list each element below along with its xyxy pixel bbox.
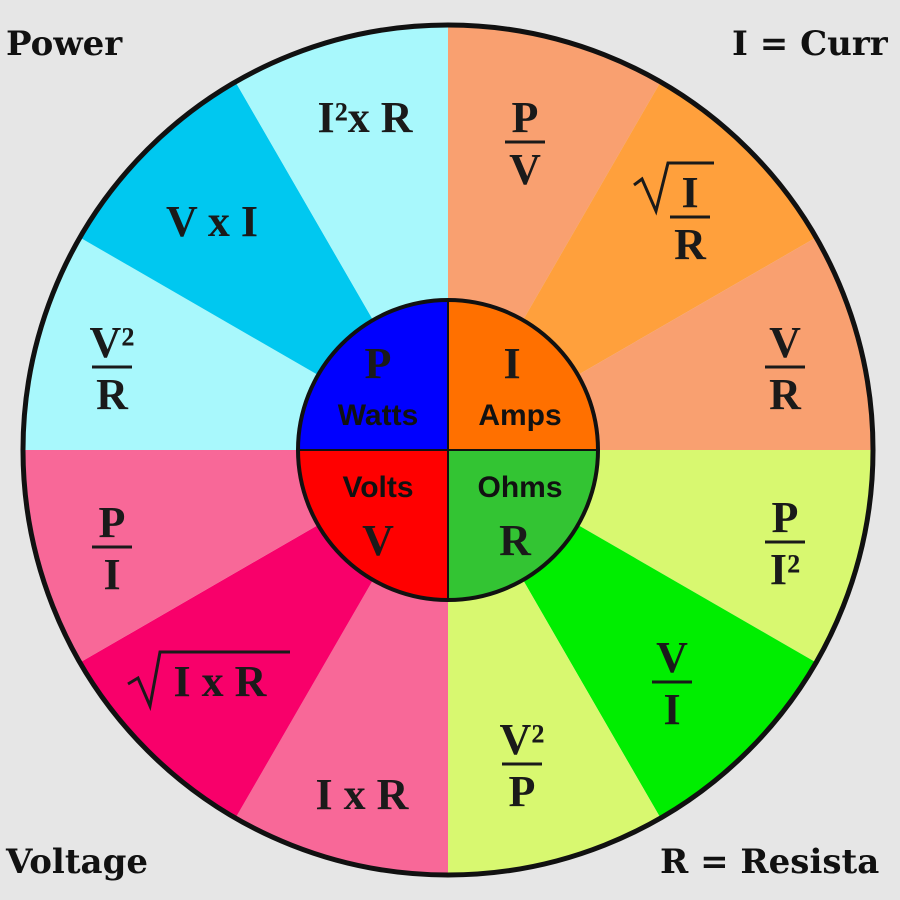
sqrt-icon — [633, 161, 714, 216]
core-symbol: P — [365, 339, 392, 388]
wedge-formula-11: I²x R — [317, 93, 413, 142]
corner-label-voltage: Voltage — [6, 842, 148, 882]
denominator: P — [509, 767, 536, 816]
core-quadrant-ohms — [448, 450, 598, 600]
core-symbol: R — [499, 516, 532, 565]
wedge-formula-10: V x I — [166, 197, 258, 246]
wedge-formula-3: PI² — [765, 493, 805, 594]
formula-text: V x I — [166, 197, 258, 246]
corner-label-current: I = Curr — [732, 24, 888, 64]
corner-label-resistance: R = Resista — [660, 842, 880, 882]
numerator: P — [512, 93, 539, 142]
numerator: V — [769, 318, 801, 367]
sqrt-icon — [127, 650, 290, 712]
core-quadrant-amps — [448, 300, 598, 450]
numerator: P — [772, 493, 799, 542]
denominator: R — [674, 220, 707, 269]
core-unit: Ohms — [477, 471, 562, 504]
core-symbol: I — [503, 339, 520, 388]
core-quadrant-watts — [298, 300, 448, 450]
denominator: I — [103, 550, 120, 599]
numerator: V² — [500, 715, 545, 764]
wedge-formula-5: V²P — [500, 715, 545, 816]
numerator: I — [681, 168, 698, 217]
numerator: V — [656, 633, 688, 682]
corner-label-power: Power — [6, 24, 123, 64]
denominator: V — [509, 145, 541, 194]
denominator: R — [96, 370, 129, 419]
outer-ring — [20, 22, 876, 878]
wedge-formula-2: VR — [765, 318, 805, 419]
wedge-formula-6: I x R — [316, 770, 410, 819]
wedge-formula-8: PI — [92, 498, 132, 599]
numerator: P — [99, 498, 126, 547]
formula-text: I x R — [316, 770, 410, 819]
core-unit: Watts — [338, 399, 419, 432]
wedge-formula-4: VI — [652, 633, 692, 734]
wedge-formula-9: V²R — [90, 318, 135, 419]
wedge-formula-1: IR — [633, 161, 714, 269]
wedge-formula-7: I x R — [127, 650, 290, 712]
denominator: I — [663, 685, 680, 734]
denominator: R — [769, 370, 802, 419]
core-unit: Amps — [478, 399, 561, 432]
formula-text: I x R — [174, 657, 268, 706]
core-ring — [296, 298, 600, 602]
wedge-formula-0: PV — [505, 93, 545, 194]
denominator: I² — [770, 545, 800, 594]
numerator: V² — [90, 318, 135, 367]
core-unit: Volts — [342, 471, 413, 504]
core-quadrant-volts — [298, 450, 448, 600]
core-symbol: V — [362, 516, 394, 565]
formula-text: I²x R — [317, 93, 413, 142]
